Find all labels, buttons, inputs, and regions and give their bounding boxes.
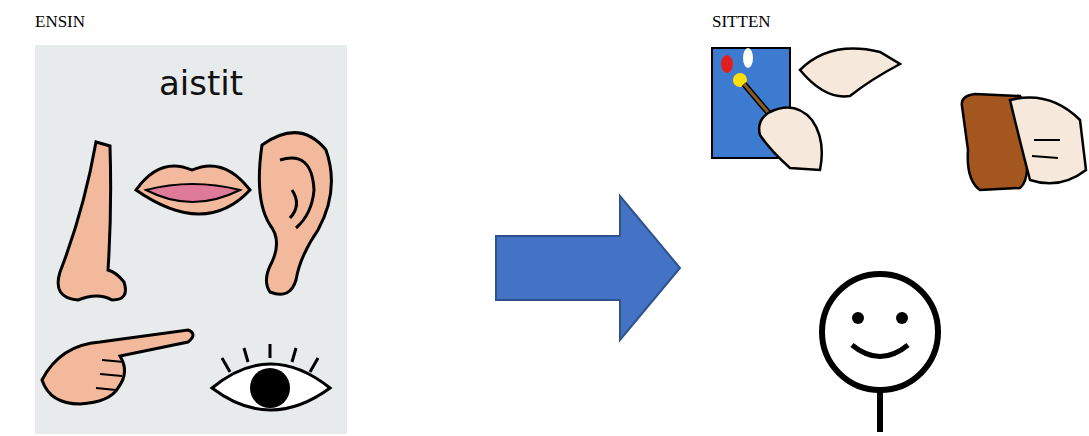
paint-white (743, 48, 753, 68)
ear-detail (280, 158, 314, 228)
picture-card (35, 45, 347, 434)
smiley-eye (896, 312, 908, 324)
smiley-stem (877, 390, 883, 432)
card-title: aistit (35, 45, 367, 103)
smiley-eye (852, 312, 864, 324)
ear-symbol (259, 133, 331, 295)
paint-red (721, 55, 733, 73)
step-label: ENSIN (35, 12, 85, 32)
block-arrow (496, 196, 680, 340)
hand-symbol (42, 330, 193, 404)
smiley-face (822, 274, 938, 390)
picture-card: aistit (35, 45, 367, 434)
lips-symbol (136, 166, 250, 214)
pupil (250, 368, 290, 408)
mouth-symbol (146, 184, 240, 202)
painting-hand (759, 108, 822, 171)
step-label: SITTEN (712, 12, 771, 32)
pottery-hand-top (800, 49, 900, 97)
finger-lines (1032, 140, 1060, 158)
finger-lines (96, 360, 124, 390)
eyelashes (222, 344, 318, 372)
pottery-hand-right (1010, 98, 1086, 184)
smiley-mouth (852, 345, 908, 357)
nose-symbol (58, 142, 125, 300)
